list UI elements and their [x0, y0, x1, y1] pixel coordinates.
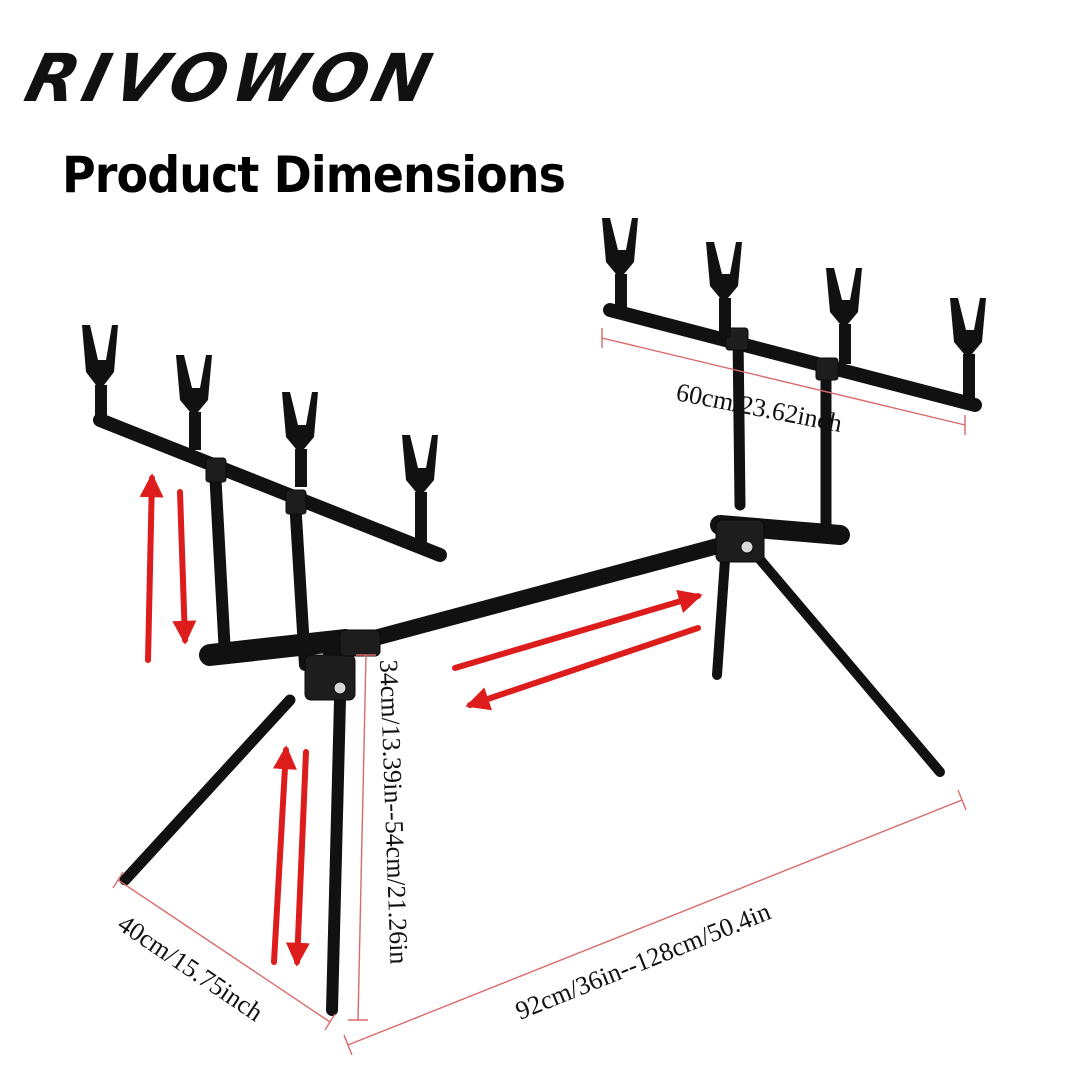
left-right-arrows-icon: [452, 589, 703, 711]
height-range-label: 34cm/13.39in--54cm/21.26in: [374, 659, 414, 965]
page-title: Product Dimensions: [62, 146, 566, 204]
dimension-lines: [112, 328, 967, 1056]
up-down-arrows-icon: [139, 473, 310, 967]
rod-pod-frame: [93, 303, 982, 1016]
base-width-label: 40cm/15.75inch: [113, 909, 269, 1027]
rod-rest-icon: [82, 325, 438, 542]
frame-joints: [205, 327, 839, 701]
length-range-label: 92cm/36in--128cm/50.4in: [511, 897, 774, 1026]
holder-width-label: 60cm/23.62inch: [674, 377, 845, 438]
rod-rest-icon: [602, 218, 986, 399]
